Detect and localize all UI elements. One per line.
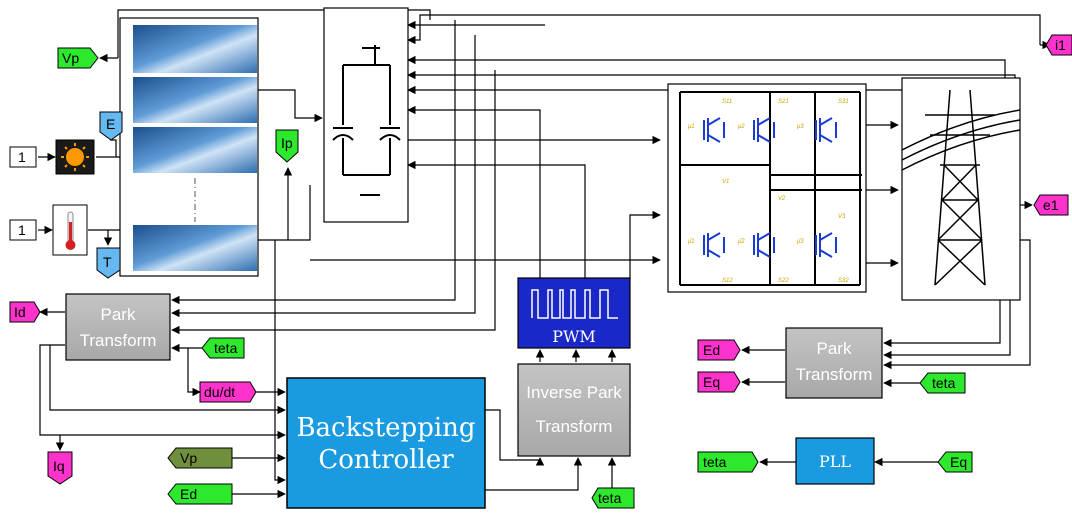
i1-tag-label: i1 [1055,37,1066,53]
vp-output-tag[interactable]: Vp [57,47,99,69]
t-tag-label: T [103,254,112,270]
square-wave-icon [531,289,618,319]
ip-goto-tag[interactable]: Ip [275,129,299,163]
teta-goto-tag-pll[interactable]: teta [697,451,759,473]
i1-goto-tag[interactable]: i1 [1045,34,1072,56]
s32-label: S32 [838,278,849,284]
e1-goto-tag[interactable]: e1 [1033,194,1069,216]
mu1-label: μ1 [687,124,695,130]
du-dt-tag[interactable]: du/dt [199,381,257,403]
teta-park2-label: teta [932,375,956,391]
iq-tag-label: Iq [53,458,65,474]
id-goto-tag[interactable]: Id [9,301,41,323]
eq-goto-tag[interactable]: Eq [697,371,741,393]
mu1b-label: μ̄1 [687,239,695,245]
park-right-line2: Transform [796,365,873,384]
inverse-park-line2: Transform [536,417,613,436]
teta-park-label: teta [214,340,238,356]
s22-label: S22 [778,278,789,284]
s12-label: S12 [722,278,733,284]
e-tag-label: E [106,116,115,132]
controller-line1: Backstepping [296,413,475,443]
ed-ctrl-label: Ed [180,486,197,502]
id-tag-label: Id [14,304,26,320]
pv-array[interactable] [119,17,259,277]
iq-goto-tag[interactable]: Iq [47,451,73,485]
teta-inv-label: teta [598,490,622,506]
park-transform-left[interactable]: Park Transform [65,293,171,361]
temperature-constant[interactable]: 1 [9,219,37,241]
teta-from-tag-inv[interactable]: teta [591,487,635,509]
capacitor-icon [332,45,401,196]
sun-icon[interactable] [55,139,95,175]
eq-from-tag-pll[interactable]: Eq [937,451,973,473]
irradiance-constant[interactable]: 1 [9,146,37,168]
inverse-park-line1: Inverse Park [526,383,622,402]
igbt-icon [703,117,837,258]
inverse-park-transform[interactable]: Inverse Park Transform [517,363,631,457]
park-right-line1: Park [817,339,852,358]
ip-tag-label: Ip [281,135,293,151]
s11-label: S11 [722,99,732,105]
v3-label: V3 [838,214,846,220]
v2-label: V2 [778,196,786,202]
ed-from-tag-ctrl[interactable]: Ed [167,483,233,505]
v1-label: V1 [722,179,729,185]
mu3-label: μ3 [796,124,804,130]
teta-from-tag-park[interactable]: teta [201,337,245,359]
e-goto-tag[interactable]: E [99,111,123,141]
vp-tag-label: Vp [62,50,79,66]
park-left-line2: Transform [80,331,157,350]
transmission-tower-icon [901,89,1021,286]
du-dt-label: du/dt [204,384,235,400]
ed-goto-tag[interactable]: Ed [697,339,741,361]
teta-from-tag-park2[interactable]: teta [919,372,966,394]
vp-from-tag-ctrl[interactable]: Vp [167,447,233,469]
s31-label: S31 [838,99,849,105]
park-left-line1: Park [101,305,136,324]
dc-link-capacitor[interactable] [323,7,409,223]
pwm-block[interactable]: PWM [517,277,631,349]
irradiance-value: 1 [18,149,26,165]
pll-label: PLL [819,452,851,471]
eq-pll-label: Eq [950,454,967,470]
pwm-label: PWM [552,327,596,346]
s21-label: S21 [778,99,789,105]
park-transform-right[interactable]: Park Transform [785,327,883,399]
mu3b-label: μ̄3 [796,239,804,245]
pll-block[interactable]: PLL [795,437,875,485]
three-phase-inverter[interactable]: S11 S21 S31 S12 S22 S32 V1 V2 V3 μ1 μ2 μ… [667,83,867,293]
vp-ctrl-label: Vp [180,450,197,466]
grid-block[interactable] [901,77,1021,301]
backstepping-controller[interactable]: Backstepping Controller [286,377,486,509]
temperature-value: 1 [18,222,26,238]
e1-tag-label: e1 [1043,197,1059,213]
controller-line2: Controller [318,445,454,475]
wires [38,9,1051,499]
mu2b-label: μ̄2 [737,239,745,245]
eq-out-label: Eq [703,374,720,390]
thermometer-icon[interactable] [52,204,88,256]
t-goto-tag[interactable]: T [96,247,121,279]
pv-panel-icon [133,25,257,271]
mu2-label: μ2 [737,124,745,130]
ed-out-label: Ed [703,342,720,358]
teta-pll-label: teta [703,454,727,470]
